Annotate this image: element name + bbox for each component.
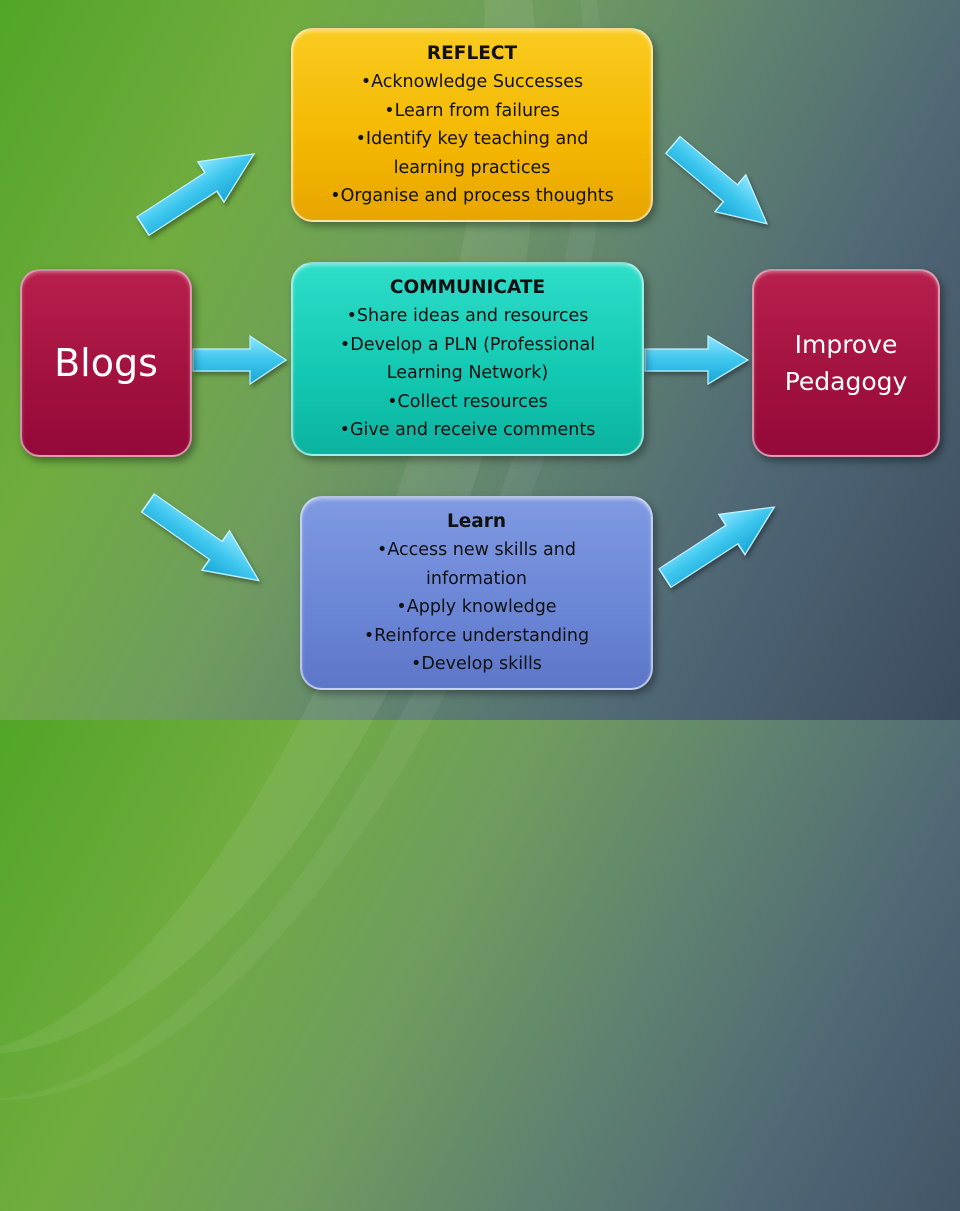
reflect-bullet: learning practices xyxy=(393,157,551,178)
arrow-blogs-to-communicate xyxy=(192,335,287,385)
improve-pedagogy-node: Improve Pedagogy xyxy=(752,269,940,457)
communicate-bullet: •Develop a PLN (Professional xyxy=(339,334,596,355)
reflect-bullet: •Acknowledge Successes xyxy=(360,72,584,92)
arrow-blogs-to-learn xyxy=(133,482,274,601)
learn-bullet: •Apply knowledge xyxy=(396,597,557,617)
learn-bullet: information xyxy=(425,568,527,589)
arrow-reflect-to-improve xyxy=(656,125,783,243)
arrow-blogs-to-reflect xyxy=(129,133,268,247)
communicate-bullet: •Collect resources xyxy=(387,391,548,412)
communicate-bullet: •Share ideas and resources xyxy=(346,306,589,326)
reflect-node: REFLECT •Acknowledge Successes •Learn fr… xyxy=(291,28,653,222)
learn-bullet: •Develop skills xyxy=(411,654,542,674)
learn-node: Learn •Access new skills and information… xyxy=(300,496,653,690)
learn-title: Learn xyxy=(446,510,507,532)
reflect-bullet: •Identify key teaching and xyxy=(355,129,589,149)
improve-pedagogy-line: Improve xyxy=(794,330,898,359)
blogs-label: Blogs xyxy=(54,341,158,385)
reflect-title: REFLECT xyxy=(426,42,518,64)
communicate-title: COMMUNICATE xyxy=(389,276,546,298)
learn-bullet: •Access new skills and xyxy=(377,540,576,560)
blogs-node: Blogs xyxy=(20,269,192,457)
communicate-bullet: •Give and receive comments xyxy=(339,420,596,440)
improve-pedagogy-label: Improve Pedagogy xyxy=(785,326,908,400)
communicate-node: COMMUNICATE •Share ideas and resources •… xyxy=(291,262,644,456)
communicate-bullet: Learning Network) xyxy=(386,363,549,383)
reflect-bullet: •Organise and process thoughts xyxy=(330,186,614,206)
improve-pedagogy-line: Pedagogy xyxy=(784,367,908,396)
arrow-communicate-to-improve xyxy=(644,335,749,385)
learn-bullet: •Reinforce understanding xyxy=(363,625,590,646)
reflect-bullet: •Learn from failures xyxy=(384,100,560,121)
arrow-learn-to-improve xyxy=(651,486,789,599)
